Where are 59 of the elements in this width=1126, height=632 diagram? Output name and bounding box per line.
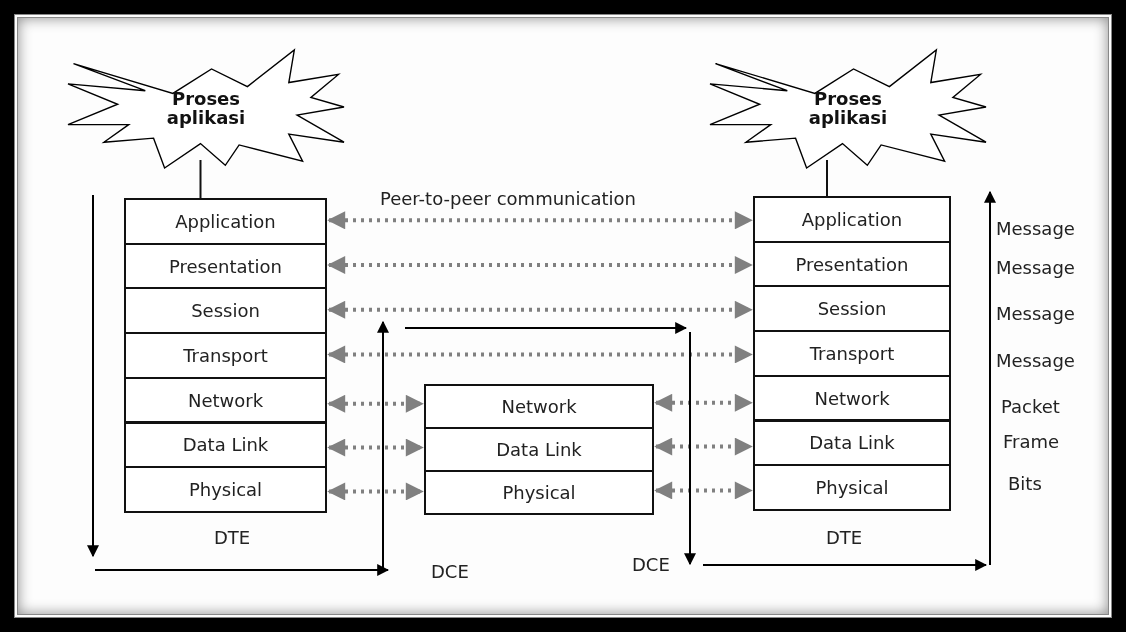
- text-label: DTE: [214, 527, 251, 548]
- text-label: Message: [996, 257, 1075, 278]
- text-label: DCE: [632, 554, 670, 575]
- layer-label: Transport: [183, 344, 268, 366]
- text-label: Message: [996, 350, 1075, 371]
- layer-box: [753, 464, 951, 511]
- layer-box: [124, 242, 327, 290]
- layer-label: Network: [814, 387, 890, 409]
- layer-label: Data Link: [182, 434, 269, 456]
- layer-label: Transport: [809, 342, 895, 364]
- layer-label: Physical: [188, 479, 263, 501]
- layer-box: [753, 374, 951, 422]
- layer-box: [124, 332, 327, 379]
- dotted-arrow: [327, 300, 753, 319]
- dotted-arrow: [654, 481, 753, 500]
- layer-label: Data Link: [809, 432, 895, 454]
- text-label: Bits: [1008, 473, 1042, 494]
- layer-box: [753, 240, 951, 288]
- dotted-arrow: [327, 482, 424, 501]
- layer-label: Network: [501, 396, 577, 417]
- layer-label: Presentation: [168, 255, 282, 277]
- process-label: Proses aplikasi: [165, 90, 247, 128]
- layer-label: Network: [187, 389, 264, 411]
- text-label: Peer-to-peer communication: [380, 188, 636, 209]
- layer-label: Session: [191, 300, 260, 322]
- layer-box: [753, 419, 951, 467]
- connector-line: [826, 159, 828, 197]
- text-label: Packet: [1001, 396, 1060, 417]
- layer-label: Session: [817, 298, 887, 320]
- dotted-arrow: [654, 393, 753, 412]
- dotted-arrow: [327, 394, 424, 413]
- text-label: Message: [996, 303, 1075, 324]
- layer-label: Application: [801, 208, 903, 230]
- layer-box: [424, 384, 654, 429]
- dotted-arrow: [654, 437, 753, 456]
- layer-box: [753, 330, 951, 377]
- layer-label: Physical: [502, 482, 576, 503]
- layer-box: [124, 287, 327, 335]
- layer-box: [753, 196, 951, 243]
- text-label: DCE: [431, 561, 469, 582]
- dotted-arrow: [327, 345, 753, 364]
- layer-box: [424, 427, 654, 472]
- layer-box: [124, 466, 327, 513]
- layer-label: Physical: [815, 477, 889, 499]
- layer-label: Application: [175, 210, 276, 232]
- layer-box: [124, 376, 327, 424]
- layer-box: [753, 285, 951, 333]
- dotted-arrow: [327, 256, 753, 275]
- layer-box: [424, 470, 654, 515]
- dotted-arrow: [327, 438, 424, 457]
- text-label: DTE: [826, 527, 863, 548]
- layer-box: [124, 421, 327, 469]
- layer-label: Data Link: [496, 439, 582, 460]
- text-label: Message: [996, 218, 1075, 239]
- text-label: Frame: [1003, 431, 1060, 452]
- process-label: Proses aplikasi: [807, 90, 889, 128]
- dotted-arrow: [327, 211, 753, 230]
- layer-label: Presentation: [795, 253, 909, 275]
- layer-box: [124, 198, 327, 245]
